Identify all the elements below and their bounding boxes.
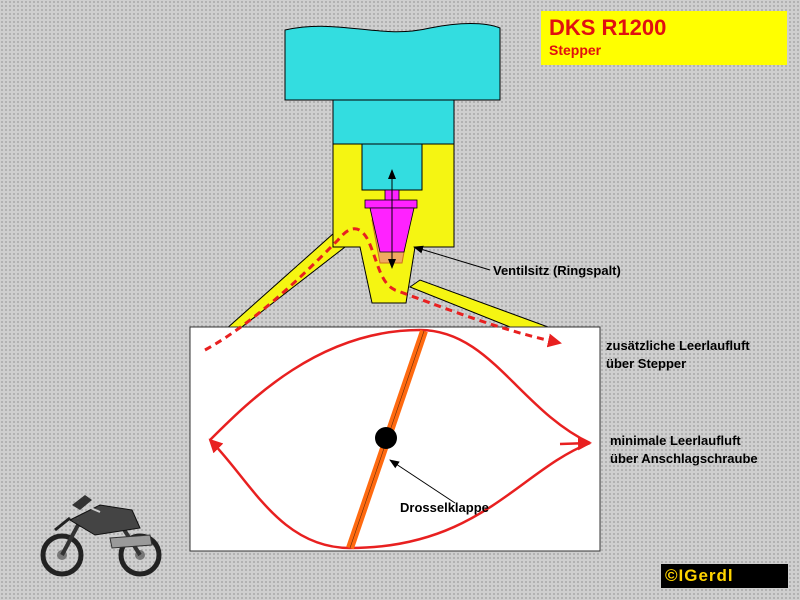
- motorcycle-icon: [40, 495, 162, 577]
- throttle-label: Drosselklappe: [400, 500, 489, 515]
- stepper-motor-top: [284, 23, 501, 101]
- min-air-label-2: über Anschlagschraube: [610, 451, 758, 466]
- valve-seat-leader: [413, 245, 491, 271]
- title-main: DKS R1200: [549, 15, 667, 40]
- copyright-badge: ©IGerdl: [661, 564, 788, 588]
- throttle-leader: [389, 459, 456, 504]
- extra-air-label-1: zusätzliche Leerlaufluft: [606, 338, 750, 353]
- needle-collar: [364, 199, 418, 209]
- title-sub: Stepper: [549, 42, 602, 58]
- main-airflow-envelope: [210, 328, 591, 550]
- bypass-channel-right: [408, 279, 549, 332]
- throttle-shaft: [375, 427, 397, 449]
- valve-seat-label: Ventilsitz (Ringspalt): [493, 263, 621, 278]
- stepper-motor-body: [332, 99, 455, 145]
- min-air-label-1: minimale Leerlaufluft: [610, 433, 741, 448]
- title-box: DKS R1200 Stepper: [541, 11, 787, 65]
- extra-air-label-2: über Stepper: [606, 356, 687, 371]
- bypass-channel-left: [223, 232, 346, 331]
